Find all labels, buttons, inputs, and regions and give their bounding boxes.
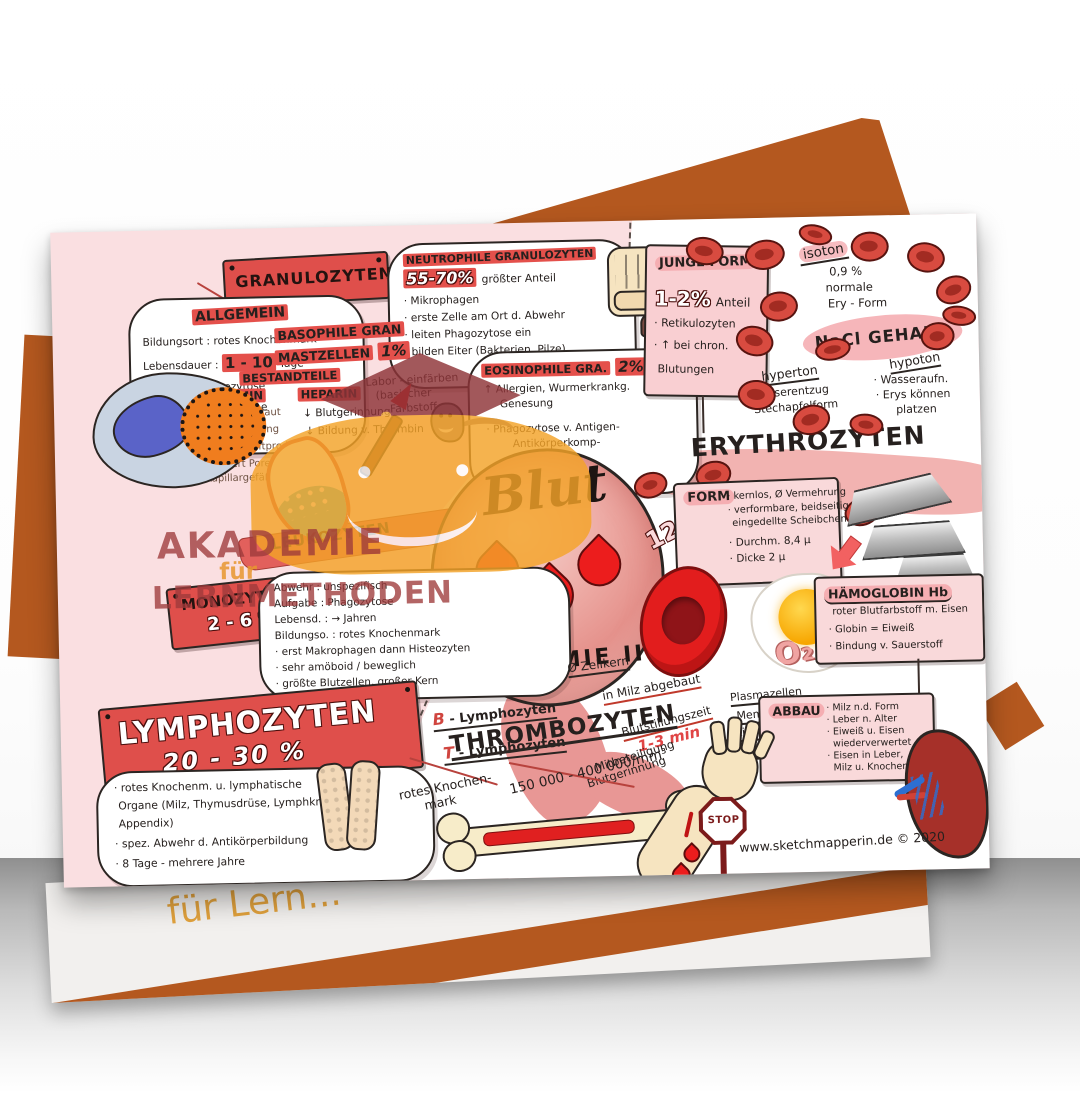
granulozyten-sign-label: GRANULOZYTEN <box>234 263 394 292</box>
neutrophile-line: · erste Zelle am Ort d. Abwehr <box>403 309 566 325</box>
neutrophile-pct: 55-70% <box>403 267 477 289</box>
haemoglobin-title: HÄMOGLOBIN Hb <box>823 581 953 605</box>
lymphozyten-cloud: · rotes Knochenm. u. lymphatische Organe… <box>95 764 436 888</box>
neutrophile-line: · leiten Phagozytose ein <box>404 326 532 342</box>
hypoton-line: · Wasseraufn. <box>873 371 949 387</box>
abbau-line: wiederverwertet <box>833 736 912 750</box>
lymphozyten-line: Appendix) <box>118 816 174 831</box>
form-line: · Dicke 2 μ <box>729 550 786 566</box>
stop-sign-icon: STOP <box>698 796 748 875</box>
form-line: eingedellte Scheibchen <box>732 513 847 529</box>
sketchnote-poster: GRANULOZYTEN ALLGEMEIN Bildungsort : rot… <box>50 213 990 888</box>
abbau-line: · Eiweiß u. Eisen <box>826 724 905 738</box>
junge-form-pct: 1-2% <box>654 286 711 312</box>
watermark-akademie: AKADEMIE <box>156 521 386 568</box>
lebensdauer-label: Lebensdauer : <box>142 359 219 373</box>
lymphozyten-line: · 8 Tage - mehrere Jahre <box>115 854 246 871</box>
isoton-line: normale <box>825 279 874 295</box>
abbau-line: · Milz n.d. Form <box>826 701 900 714</box>
stop-text: STOP <box>707 814 740 827</box>
eosinophile-pct: 2% <box>614 357 647 376</box>
junge-form-pct-line: 1-2% Anteil <box>654 286 750 311</box>
neutrophile-pct-line: 55-70% größter Anteil <box>403 266 557 289</box>
junge-form-line: · Retikulozyten <box>654 316 736 331</box>
junge-form-line: · ↑ bei chron. <box>653 338 729 353</box>
form-line: · Durchm. 8,4 μ <box>728 533 811 550</box>
monozyten-line: Bildungso. : rotes Knochenmark <box>274 626 441 643</box>
junge-form-box: JUNGE FORM 1-2% Anteil · Retikulozyten ·… <box>643 244 770 398</box>
haemoglobin-line: · Globin = Eiweiß <box>828 622 915 636</box>
thymus-icon <box>314 758 382 853</box>
isoton-line: Ery - Form <box>827 295 888 311</box>
junge-form-line: Blutungen <box>657 362 715 377</box>
monozyten-line: · sehr amöboid / beweglich <box>275 659 417 675</box>
neutrophile-line: · Mikrophagen <box>403 293 480 308</box>
haemoglobin-title-text: HÄMOGLOBIN Hb <box>823 583 953 605</box>
lymphozyten-line: · spez. Abwehr d. Antikörperbildung <box>114 833 309 851</box>
isoton-line: 0,9 % <box>829 263 863 279</box>
neutrophile-pct-note: größter Anteil <box>481 271 557 286</box>
hypoton-line: platzen <box>895 402 937 417</box>
hypoton-line: · Erys können <box>875 386 951 402</box>
haemoglobin-line: roter Blutfarbstoff m. Eisen <box>832 603 969 618</box>
o2-label: O₂ <box>772 631 817 674</box>
neutrophile-title: NEUTROPHILE GRANULOZYTEN <box>402 246 597 268</box>
watermark-lernmethoden: LERNMETHODEN <box>151 574 454 617</box>
lymphozyten-line: Organe (Milz, Thymusdrüse, Lymphknoten, <box>118 794 351 813</box>
orange-card-right-edge <box>977 681 1045 751</box>
monozyten-line: Lebensd. : → Jahren <box>274 612 377 627</box>
abbau-line: · Leber n. Alter <box>826 713 898 726</box>
haemoglobin-line: · Bindung v. Sauerstoff <box>828 639 943 653</box>
form-line: · kernlos, Ø Vermehrung <box>727 486 847 503</box>
lymphozyten-line: · rotes Knochenm. u. lymphatische <box>113 777 302 795</box>
abbau-line: · Eisen in Leber, <box>827 749 904 762</box>
abbau-title: ABBAU <box>768 702 825 719</box>
monozyten-line: · erst Makrophagen dann Histeozyten <box>274 642 471 659</box>
allgemein-title: ALLGEMEIN <box>191 304 289 326</box>
junge-form-pct-note: Anteil <box>715 295 751 310</box>
orange-card-corner <box>470 118 915 230</box>
haemoglobin-box: HÄMOGLOBIN Hb roter Blutfarbstoff m. Eis… <box>813 573 986 665</box>
